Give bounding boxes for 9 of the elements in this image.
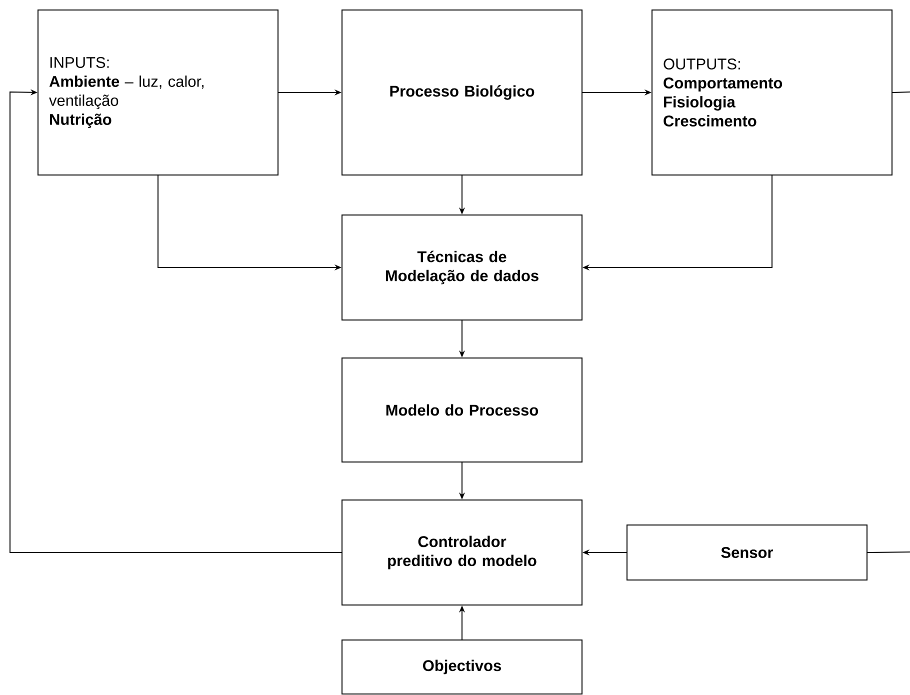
arrow [10, 89, 342, 553]
process-box: INPUTS: Ambiente – luz, calor, ventilação Nutrição [38, 10, 278, 176]
process-box: OUTPUTS: Comportamento Fisiologia Crescimento [652, 10, 892, 176]
process-box: Sensor [626, 524, 868, 580]
process-box: Controlador preditivo do modelo [342, 500, 582, 606]
process-box: Modelo do Processo [342, 358, 582, 462]
process-box: Processo Biológico [342, 10, 582, 176]
process-box: Técnicas de Modelação de dados [342, 214, 582, 320]
process-box: Objectivos [342, 640, 582, 694]
